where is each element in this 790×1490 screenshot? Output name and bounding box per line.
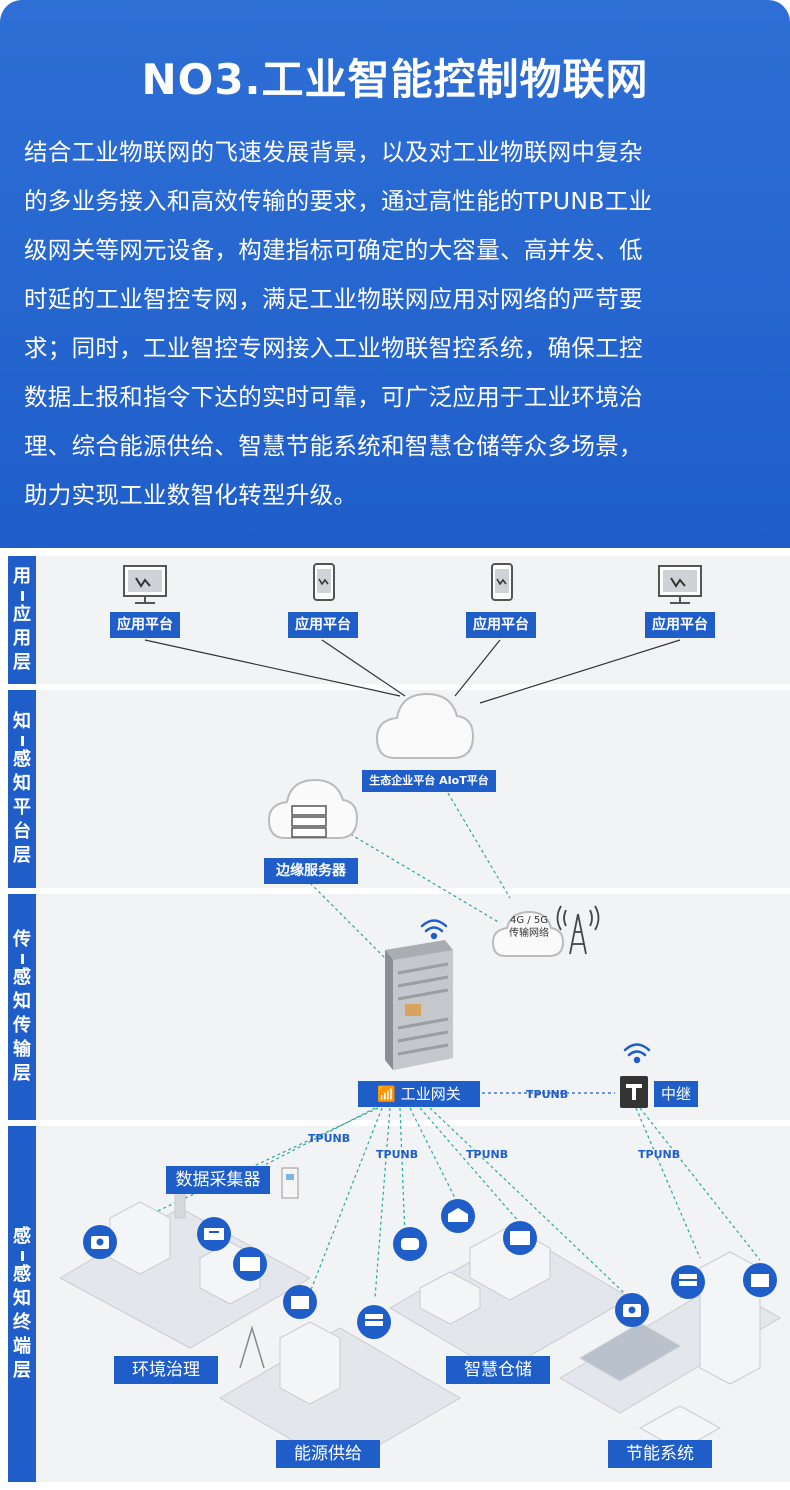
layer-tag-application: 用应用层 bbox=[8, 556, 36, 684]
monitor-icon bbox=[123, 565, 167, 604]
factory-sensor-icon bbox=[743, 1263, 777, 1297]
router-sensor-icon bbox=[197, 1217, 231, 1251]
city-scene-energy bbox=[219, 1321, 461, 1469]
data-collector-icon bbox=[281, 1167, 299, 1199]
intro-line: 的多业务接入和高效传输的要求，通过高性能的TPUNB工业 bbox=[24, 187, 653, 215]
relay-device-icon bbox=[620, 1076, 648, 1108]
cloud-platform-label: 生态企业平台 AIoT平台 bbox=[362, 770, 496, 792]
tpunb-link-label: TPUNB bbox=[466, 1148, 509, 1161]
factory-sensor-icon bbox=[283, 1285, 317, 1319]
network-cloud-icon bbox=[491, 910, 565, 957]
server-sensor-icon bbox=[671, 1265, 705, 1299]
camera-sensor-icon bbox=[615, 1293, 649, 1327]
phone-icon bbox=[491, 563, 513, 601]
cloud-icon bbox=[375, 692, 475, 759]
intro-line: 求；同时，工业智控专网接入工业物联智控系统，确保工控 bbox=[24, 334, 643, 362]
server-sensor-icon bbox=[357, 1305, 391, 1339]
intro-paragraph: 结合工业物联网的飞速发展背景，以及对工业物联网中复杂 的多业务接入和高效传输的要… bbox=[24, 128, 766, 520]
intro-banner: NO3.工业智能控制物联网 结合工业物联网的飞速发展背景，以及对工业物联网中复杂… bbox=[0, 0, 790, 548]
intro-line: 数据上报和指令下达的实时可靠，可广泛应用于工业环境治 bbox=[24, 383, 643, 411]
data-collector-label: 数据采集器 bbox=[166, 1166, 270, 1194]
phone-icon bbox=[313, 563, 335, 601]
scene-label: 环境治理 bbox=[114, 1356, 218, 1384]
intro-line: 结合工业物联网的飞速发展背景，以及对工业物联网中复杂 bbox=[24, 138, 643, 166]
antenna-icon: 📶 bbox=[377, 1085, 401, 1103]
intro-line: 理、综合能源供给、智慧节能系统和智慧仓储等众多场景， bbox=[24, 432, 643, 460]
edge-server-label: 边缘服务器 bbox=[264, 858, 358, 884]
tank-sensor-icon bbox=[393, 1227, 427, 1261]
layer-tag-terminal: 感感知终端层 bbox=[8, 1126, 36, 1482]
camera-sensor-icon bbox=[83, 1225, 117, 1259]
app-platform-label: 应用平台 bbox=[645, 612, 715, 638]
diagram-graphics bbox=[58, 563, 781, 1469]
network-links bbox=[99, 787, 761, 1319]
network-label: 4G / 5G 传输网络 bbox=[509, 915, 549, 939]
tpunb-link-label: TPUNB bbox=[308, 1132, 351, 1145]
intro-line: 级网关等网元设备，构建指标可确定的大容量、高并发、低 bbox=[24, 236, 643, 264]
gateway-label: 📶 工业网关 bbox=[358, 1081, 480, 1107]
meter-sensor-icon bbox=[233, 1247, 267, 1281]
warehouse-sensor-icon bbox=[441, 1199, 475, 1233]
wifi-icon bbox=[420, 919, 651, 1064]
scene-label: 智慧仓储 bbox=[446, 1356, 550, 1384]
app-platform-label: 应用平台 bbox=[288, 612, 358, 638]
app-platform-label: 应用平台 bbox=[110, 612, 180, 638]
city-scene-environment bbox=[58, 1167, 312, 1349]
scene-label: 节能系统 bbox=[608, 1440, 712, 1468]
monitor-icon bbox=[658, 565, 702, 604]
intro-line: 助力实现工业数智化转型升级。 bbox=[24, 481, 358, 509]
page-title: NO3.工业智能控制物联网 bbox=[141, 55, 649, 104]
app-links bbox=[144, 639, 681, 704]
intro-line: 时延的工业智控专网，满足工业物联网应用对网络的严苛要 bbox=[24, 285, 643, 313]
tpunb-link-label: TPUNB bbox=[526, 1088, 569, 1101]
panel-sensor-icon bbox=[503, 1221, 537, 1255]
server-icon bbox=[267, 778, 359, 839]
gateway-device-icon bbox=[385, 940, 453, 1070]
app-platform-label: 应用平台 bbox=[466, 612, 536, 638]
scene-label: 能源供给 bbox=[276, 1440, 380, 1468]
tower-icon bbox=[556, 905, 600, 955]
tpunb-link-label: TPUNB bbox=[376, 1148, 419, 1161]
relay-label: 中继 bbox=[654, 1081, 698, 1107]
sensor-badge-icons bbox=[83, 1199, 777, 1339]
architecture-diagram: 用应用层 知感知平台层 传感知传输层 感感知终端层 bbox=[0, 548, 790, 1490]
tpunb-link-label: TPUNB bbox=[638, 1148, 681, 1161]
layer-tag-transport: 传感知传输层 bbox=[8, 894, 36, 1120]
layer-tag-platform: 知感知平台层 bbox=[8, 690, 36, 888]
